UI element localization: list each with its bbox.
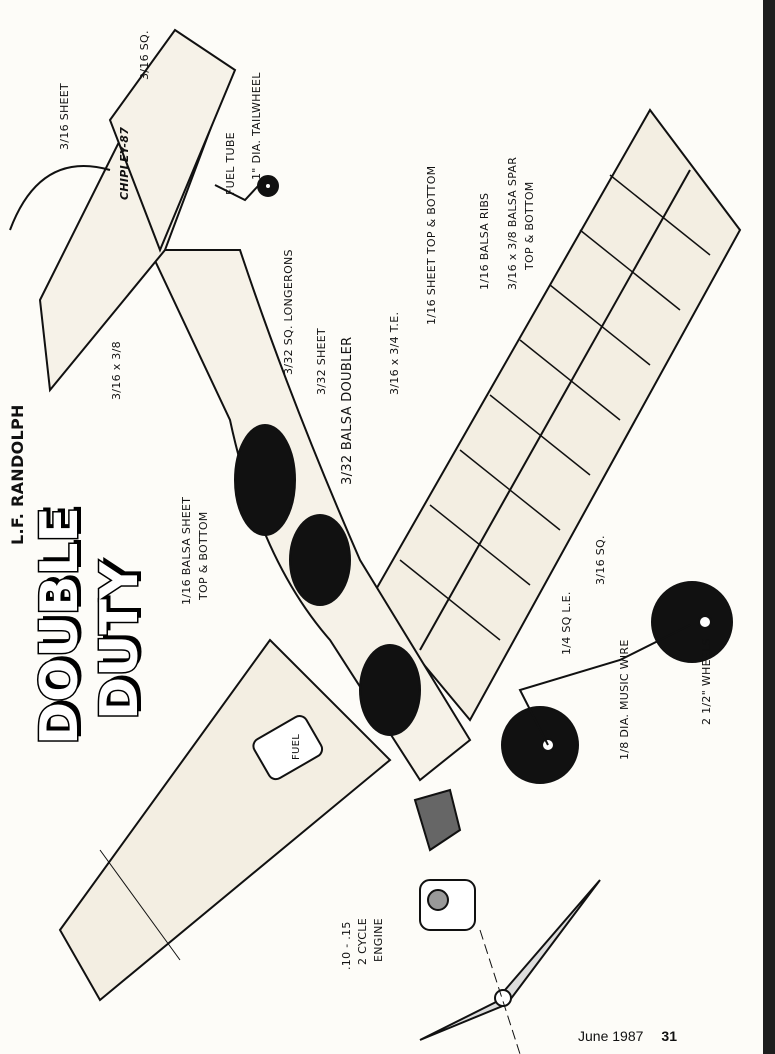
label-le: 1/4 SQ L.E. xyxy=(560,591,573,655)
label-fuse-sheet-2: TOP & BOTTOM xyxy=(197,511,210,600)
label-spar-2: TOP & BOTTOM xyxy=(523,181,536,270)
label-stab-sheet: 3/16 SHEET xyxy=(58,82,71,150)
label-wheels: 2 1/2" WHEELS xyxy=(700,638,713,725)
label-316-sq: 3/16 SQ. xyxy=(594,535,607,585)
artist-signature: CHIPLEY-87 xyxy=(118,126,131,200)
label-music-wire: 1/8 DIA. MUSIC WIRE xyxy=(618,639,631,760)
wing-right xyxy=(368,108,742,722)
label-fuse-sheet: 1/16 BALSA SHEET xyxy=(180,496,193,605)
label-stab-frame: 3/16 x 3/8 xyxy=(110,341,123,400)
label-fuel-tube: FUEL TUBE xyxy=(224,132,237,195)
label-te: 3/16 x 3/4 T.E. xyxy=(388,311,401,395)
title-line1: DOUBLE xyxy=(29,506,92,747)
label-tailwheel: 1" DIA. TAILWHEEL xyxy=(250,72,263,180)
label-engine-1: .10 - .15 xyxy=(340,921,353,970)
label-fuel-tank: FUEL xyxy=(291,733,302,760)
label-ribs: 1/16 BALSA RIBS xyxy=(478,192,491,290)
engine xyxy=(413,788,476,931)
label-longerons: 3/32 SQ. LONGERONS xyxy=(282,249,295,375)
fuel-tank xyxy=(252,715,324,781)
label-sheet-332: 3/32 SHEET xyxy=(315,327,328,395)
scan-edge xyxy=(763,0,775,1054)
issue-date: June 1987 xyxy=(578,1028,644,1044)
label-rudder-sq: 3/16 SQ. xyxy=(138,30,151,80)
label-engine-2: 2 CYCLE xyxy=(356,918,369,965)
fuselage xyxy=(148,249,472,782)
propeller xyxy=(419,879,601,1054)
label-wing-sheet: 1/16 SHEET TOP & BOTTOM xyxy=(425,165,438,325)
label-engine-3: ENGINE xyxy=(372,918,385,962)
label-spar: 3/16 x 3/8 BALSA SPAR xyxy=(506,156,519,290)
label-doubler: 3/32 BALSA DOUBLER xyxy=(340,336,355,485)
tailwheel xyxy=(214,175,279,202)
page-footer: June 1987 31 xyxy=(578,1028,677,1044)
title-line2: DUTY xyxy=(89,560,152,722)
page-number: 31 xyxy=(661,1028,677,1044)
horizontal-stabilizer xyxy=(9,28,237,393)
author-byline: L.F. RANDOLPH xyxy=(8,404,27,545)
main-landing-gear xyxy=(501,581,733,784)
